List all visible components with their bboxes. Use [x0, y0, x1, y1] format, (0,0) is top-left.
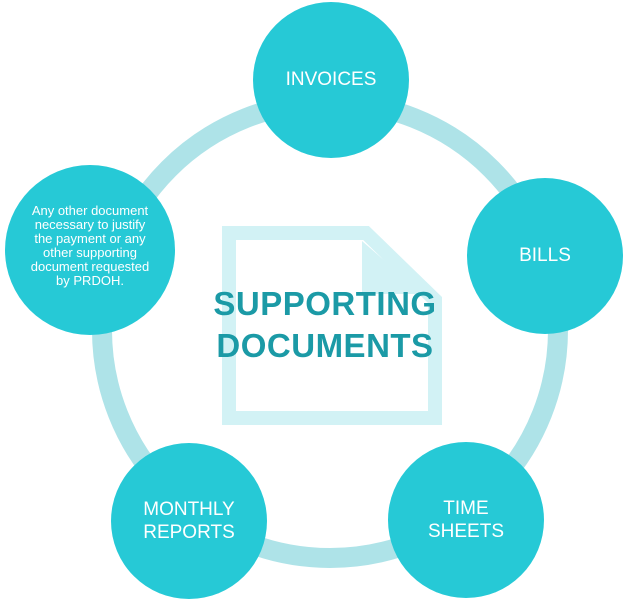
node-bills-label: BILLS [519, 245, 571, 266]
node-bills: BILLS [467, 178, 623, 334]
node-monthly-reports: MONTHLY REPORTS [111, 443, 267, 599]
diagram-title-text: SUPPORTING DOCUMENTS [213, 285, 437, 364]
diagram-title: SUPPORTING DOCUMENTS [195, 283, 455, 367]
node-time-sheets: TIME SHEETS [388, 442, 544, 598]
node-other-documents: Any other document necessary to justify … [5, 165, 175, 335]
node-invoices: INVOICES [253, 2, 409, 158]
node-time-sheets-label: TIME SHEETS [427, 498, 505, 542]
node-monthly-reports-label: MONTHLY REPORTS [143, 499, 235, 543]
node-invoices-label: INVOICES [285, 69, 377, 90]
node-other-documents-label: Any other document necessary to justify … [30, 203, 150, 288]
